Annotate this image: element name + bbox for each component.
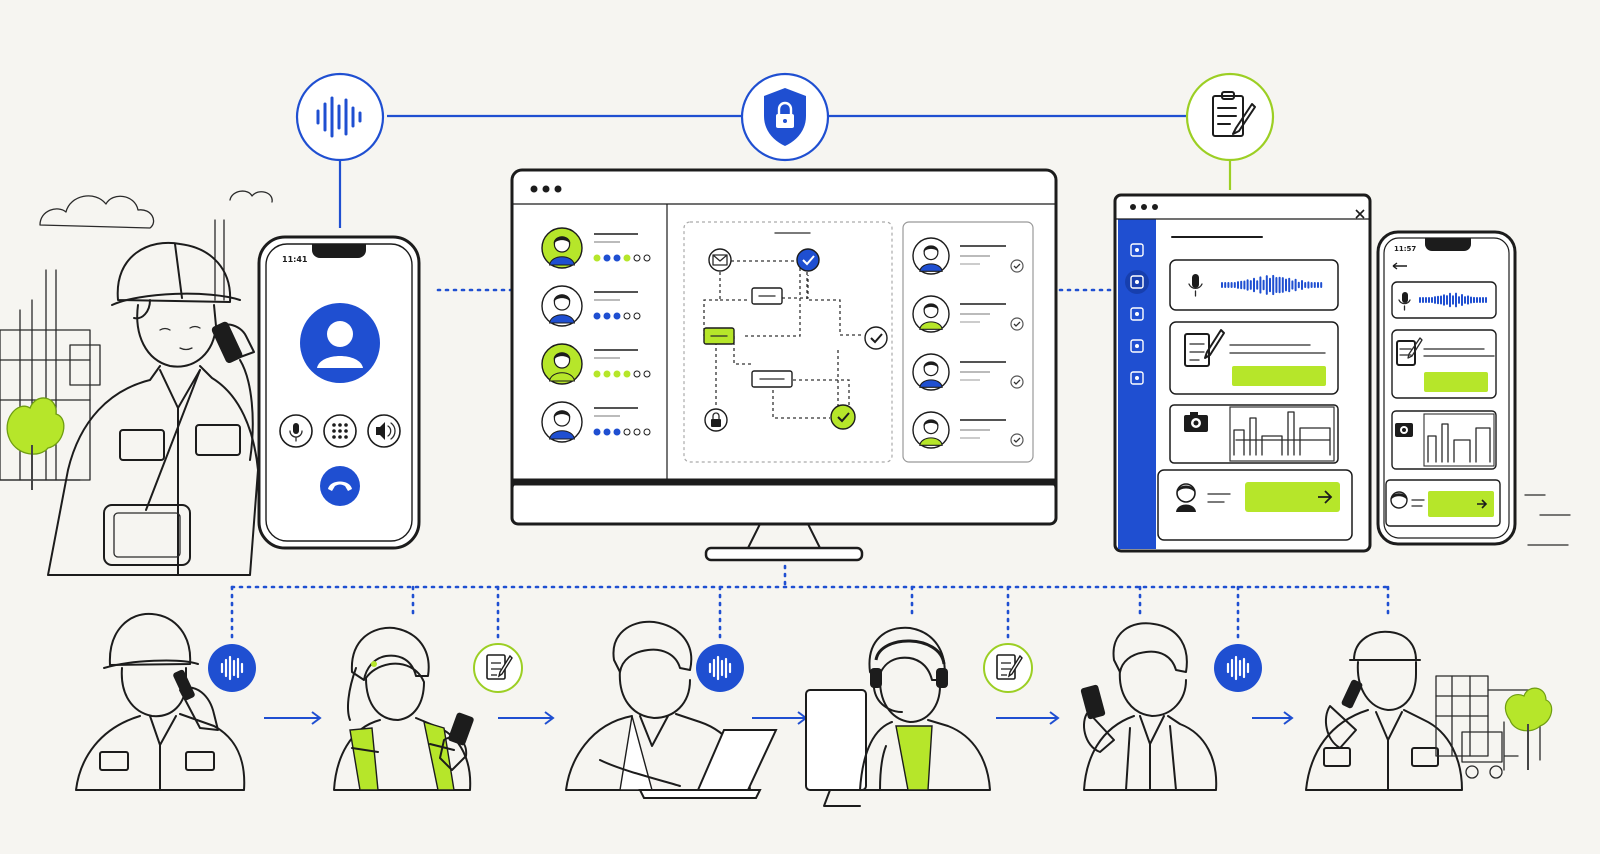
bottom-flow xyxy=(208,643,1294,725)
nav-icon-5[interactable] xyxy=(1130,371,1144,385)
tree-left xyxy=(6,397,65,490)
audio-waveform xyxy=(1419,292,1487,308)
avatar xyxy=(541,401,583,443)
phone-status-time: 11:57 xyxy=(1394,245,1416,253)
check-icon xyxy=(864,326,888,350)
worker-on-phone xyxy=(75,612,246,791)
avatar xyxy=(541,227,583,269)
report-card[interactable] xyxy=(1169,321,1339,395)
list-item[interactable] xyxy=(541,285,641,327)
email-icon xyxy=(708,248,732,272)
back-arrow-icon[interactable] xyxy=(1392,262,1407,270)
operator-headset xyxy=(805,626,991,807)
flow-arrow xyxy=(498,711,555,725)
check-icon xyxy=(1010,375,1024,389)
voice-note-card xyxy=(1169,259,1339,311)
flow-arrow xyxy=(1252,711,1294,725)
submit-button[interactable] xyxy=(1428,491,1494,517)
document-edit-icon xyxy=(473,643,523,693)
nav-icon-2[interactable] xyxy=(1125,270,1149,294)
voice-wave-icon xyxy=(208,644,256,692)
microphone-icon[interactable] xyxy=(279,414,313,448)
avatar xyxy=(541,285,583,327)
task-list xyxy=(912,237,1024,449)
list-item[interactable] xyxy=(541,227,651,269)
check-icon xyxy=(1010,433,1024,447)
avatar xyxy=(1176,483,1196,512)
voice-wave-icon xyxy=(696,644,744,692)
microphone-icon xyxy=(1402,292,1408,303)
avatar xyxy=(912,237,950,275)
factory-background-left xyxy=(0,190,273,481)
avatar xyxy=(541,343,583,385)
end-call-icon[interactable] xyxy=(320,466,360,506)
flow-arrow xyxy=(264,711,322,725)
phone-call-screen: 11:41 xyxy=(257,235,421,550)
mobile-app: 11:57 xyxy=(1376,230,1517,546)
voice-wave-icon xyxy=(1214,644,1262,692)
flow-arrow xyxy=(996,711,1060,725)
monitor-dashboard xyxy=(510,168,1058,562)
contact-avatar xyxy=(300,303,380,383)
avatar xyxy=(912,411,950,449)
check-icon xyxy=(1010,317,1024,331)
worker-with-cap xyxy=(1305,630,1463,791)
arrow-right-icon xyxy=(1318,490,1333,504)
factory-background-right xyxy=(1435,675,1541,779)
office-worker-laptop xyxy=(565,620,778,799)
ground-lines-right xyxy=(1524,494,1571,546)
task-list-panel xyxy=(902,221,1034,463)
list-item[interactable] xyxy=(541,343,651,385)
contact-list xyxy=(541,227,651,443)
list-item[interactable] xyxy=(912,237,1024,275)
arrow-right-icon xyxy=(1477,499,1488,509)
window-controls xyxy=(530,185,562,193)
workflow-diagram xyxy=(683,221,893,463)
document-edit-icon xyxy=(1396,340,1416,366)
avatar xyxy=(912,295,950,333)
phone-status-time: 11:41 xyxy=(282,255,308,264)
avatar xyxy=(912,353,950,391)
camera-icon xyxy=(1395,423,1413,437)
list-item[interactable] xyxy=(912,353,1024,391)
avatar xyxy=(1390,491,1408,509)
tree-right xyxy=(1504,687,1553,770)
list-item[interactable] xyxy=(912,411,1024,449)
audio-waveform xyxy=(1221,274,1323,296)
tablet-app xyxy=(1113,193,1372,553)
list-item[interactable] xyxy=(541,401,651,443)
worker-with-smartphone xyxy=(1080,622,1218,791)
keypad-icon[interactable] xyxy=(323,414,357,448)
check-icon xyxy=(796,248,820,272)
submit-button[interactable] xyxy=(1245,482,1340,512)
document-edit-icon xyxy=(1185,72,1275,162)
distribution-dotted-lines xyxy=(230,564,1390,642)
document-edit-icon xyxy=(983,643,1033,693)
window-controls xyxy=(1130,204,1158,210)
submit-card[interactable] xyxy=(1157,469,1353,541)
list-item[interactable] xyxy=(912,295,1024,333)
tablet-sidebar xyxy=(1125,243,1149,385)
microphone-icon xyxy=(1192,274,1199,288)
worker-with-vest xyxy=(333,626,474,791)
photo-card[interactable] xyxy=(1169,404,1339,464)
speaker-icon[interactable] xyxy=(367,414,401,448)
nav-icon-1[interactable] xyxy=(1130,243,1144,257)
check-icon xyxy=(830,404,856,430)
voice-wave-icon xyxy=(295,72,385,162)
flow-arrow xyxy=(752,711,808,725)
nav-icon-4[interactable] xyxy=(1130,339,1144,353)
lock-icon xyxy=(704,408,728,432)
camera-icon xyxy=(1184,412,1208,432)
nav-icon-3[interactable] xyxy=(1130,307,1144,321)
check-icon xyxy=(1010,259,1024,273)
worker-on-phone-large xyxy=(47,241,259,576)
security-shield-lock-icon xyxy=(740,72,830,162)
